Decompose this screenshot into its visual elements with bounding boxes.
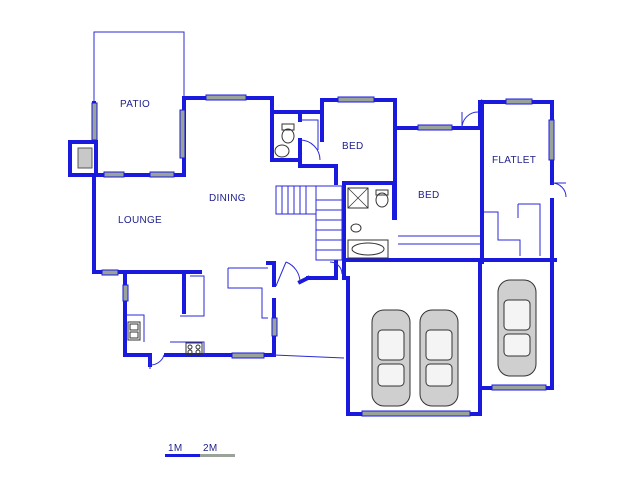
garage-cars xyxy=(371,279,537,407)
scale-segment-2 xyxy=(200,454,235,457)
car-1 xyxy=(371,309,411,407)
room-label-flatlet: FLATLET xyxy=(492,155,536,166)
scale-bar: 1M 2M xyxy=(165,443,235,457)
car-3 xyxy=(497,279,537,377)
fixtures xyxy=(127,123,389,356)
scale-segment-1 xyxy=(165,454,200,457)
exterior-walls xyxy=(68,96,557,416)
room-label-bed-2: BED xyxy=(418,190,439,201)
car-2 xyxy=(419,309,459,407)
windows xyxy=(91,94,555,417)
room-label-dining: DINING xyxy=(209,193,246,204)
scale-label-1m: 1M xyxy=(168,443,183,454)
room-label-patio: PATIO xyxy=(120,99,150,110)
room-label-lounge: LOUNGE xyxy=(118,215,162,226)
doors xyxy=(149,111,567,369)
scale-label-2m: 2M xyxy=(203,443,218,454)
interior-lines xyxy=(126,119,541,359)
room-label-bed-1: BED xyxy=(342,141,363,152)
